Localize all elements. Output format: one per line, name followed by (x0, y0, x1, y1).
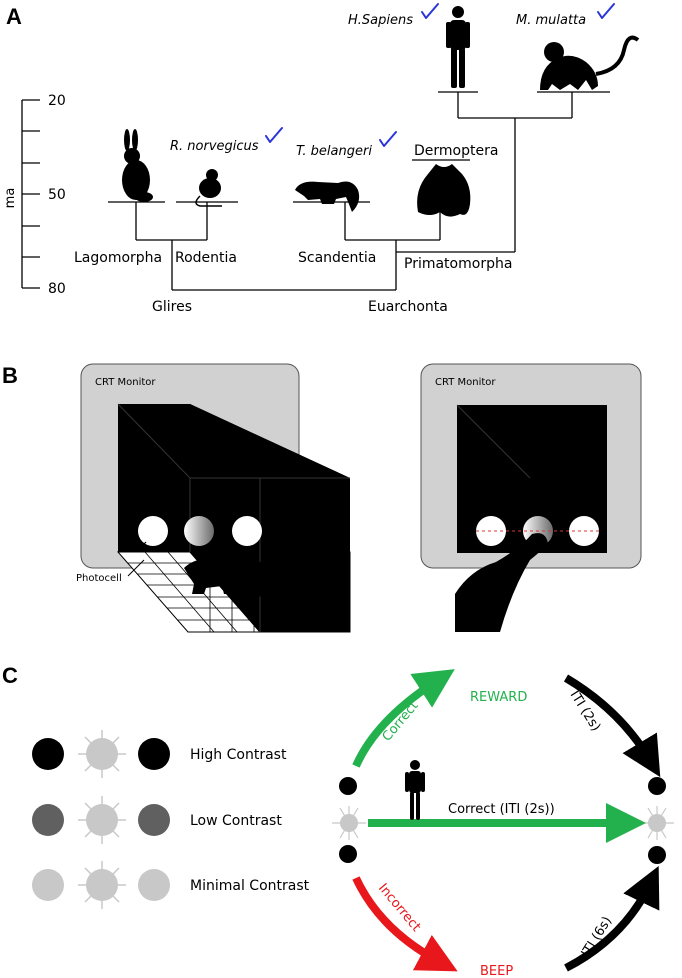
photocell-label: Photocell (76, 573, 122, 584)
monkey-arm-icon (455, 533, 548, 632)
dot-dark-gray (32, 804, 64, 836)
species-rat-label: R. norvegicus (170, 139, 259, 154)
legend-high-contrast: High Contrast (190, 747, 287, 763)
stimulus-disc (232, 516, 262, 546)
iti-short-arrow (563, 674, 661, 778)
legend-minimal-contrast: Minimal Contrast (190, 878, 310, 894)
panel-b-letter: B (2, 363, 18, 388)
tick-label-20: 20 (48, 93, 66, 109)
dot-light-gray (32, 869, 64, 901)
tree-shrew-icon (295, 181, 360, 212)
contrast-legend: High Contrast Low Contrast Minimal Contr… (32, 730, 310, 909)
crt-monitor-right-label: CRT Monitor (435, 377, 496, 388)
end-stimulus (640, 777, 674, 864)
clade-rodentia-label: Rodentia (175, 250, 237, 266)
tree-shrew-icon (184, 559, 269, 600)
tick-label-80: 80 (48, 281, 66, 297)
check-icon (597, 3, 615, 19)
panel-c-letter: C (2, 663, 18, 688)
dot-light-gray (138, 869, 170, 901)
species-macaque-label: M. mulatta (516, 13, 586, 28)
panel-a: A 20 50 80 ma (3, 3, 640, 315)
colugo-icon (417, 164, 471, 217)
human-correct-label: Correct (ITI (2s)) (448, 802, 555, 817)
stimulus-disc (138, 516, 168, 546)
time-axis: 20 50 80 ma (3, 93, 66, 297)
clade-primatomorpha-label: Primatomorpha (404, 256, 512, 272)
macaque-icon (540, 35, 640, 90)
phylogeny-tree (108, 91, 610, 291)
clade-euarchonta-label: Euarchonta (368, 299, 448, 315)
reward-label: REWARD (470, 690, 527, 705)
correct-arrow (352, 669, 455, 768)
clade-glires-label: Glires (152, 299, 192, 315)
rat-icon (195, 169, 222, 207)
species-treeshrew-label: T. belangeri (296, 144, 372, 159)
clade-lagomorpha-label: Lagomorpha (74, 250, 162, 266)
stimulus-disc (184, 516, 214, 546)
tick-label-50: 50 (48, 187, 66, 203)
crt-monitor-left-label: CRT Monitor (95, 377, 156, 388)
photocell-pointer (127, 559, 145, 577)
human-icon (405, 760, 425, 820)
dot-black (32, 738, 64, 770)
right-setup: CRT Monitor (420, 363, 642, 632)
check-icon (421, 3, 439, 19)
panel-a-letter: A (6, 4, 22, 29)
panel-c: C High Contrast Low Contrast (2, 663, 674, 978)
human-icon (446, 6, 470, 88)
incorrect-label: Incorrect (375, 881, 424, 935)
left-setup: CRT Monitor (76, 363, 351, 633)
start-stimulus (332, 777, 366, 863)
check-icon (379, 131, 397, 147)
species-dermoptera-label: Dermoptera (414, 143, 498, 159)
beep-label: BEEP (480, 964, 513, 978)
panel-b: B CRT Monitor (2, 363, 642, 633)
dot-black (138, 738, 170, 770)
axis-title-ma: ma (3, 188, 18, 209)
species-human-label: H.Sapiens (348, 13, 413, 28)
clade-scandentia-label: Scandentia (298, 250, 376, 266)
iti-long-arrow (564, 865, 660, 972)
rabbit-icon (122, 129, 153, 202)
legend-low-contrast: Low Contrast (190, 813, 282, 829)
dot-dark-gray (138, 804, 170, 836)
incorrect-arrow (352, 876, 458, 972)
check-icon (265, 127, 283, 143)
arrow-icon (139, 541, 147, 549)
